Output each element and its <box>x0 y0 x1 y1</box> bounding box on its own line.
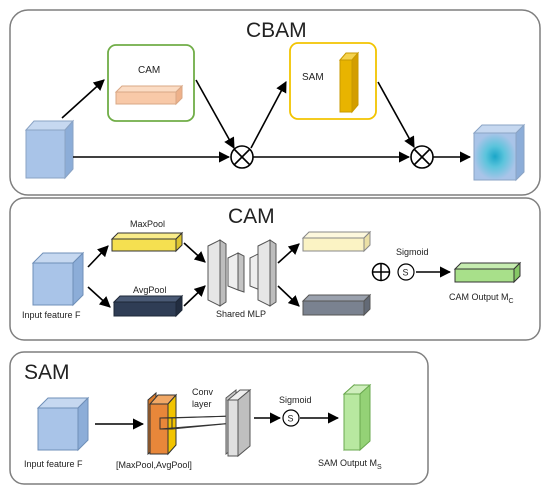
cbam-sam-label: SAM <box>302 72 324 83</box>
sam-arrows <box>95 412 340 430</box>
cbam-cam-box: CAM <box>107 44 195 122</box>
sam-sigmoid-label: Sigmoid <box>279 395 312 405</box>
cam-sigmoid-node: S <box>397 263 415 281</box>
cam-avgpool-bar <box>112 294 184 318</box>
sam-output-map <box>342 383 372 452</box>
sam-panel: SAM Input feature F [MaxPool,AvgPool] <box>9 351 429 485</box>
cbam-output-cube <box>472 123 526 182</box>
sam-input-cube <box>36 396 90 452</box>
cam-input-label: Input feature F <box>22 310 81 320</box>
sam-pool-label: [MaxPool,AvgPool] <box>116 460 192 470</box>
sam-input-label: Input feature F <box>24 459 83 469</box>
cam-shared-mlp <box>207 239 277 307</box>
sam-output-label-main: SAM Output M <box>318 458 377 468</box>
sam-sigmoid-symbol: S <box>288 414 294 424</box>
cam-sigmoid-symbol: S <box>403 268 409 278</box>
cam-panel: CAM Input feature F MaxPool AvgPool <box>9 197 541 341</box>
cam-mlp-avg-output <box>301 293 372 317</box>
sam-pool-maps <box>147 391 178 456</box>
cbam-arrows <box>61 79 472 163</box>
cam-add-node <box>371 262 391 282</box>
cam-arrows <box>87 242 452 308</box>
sam-title: SAM <box>24 361 70 384</box>
cam-maxpool-label: MaxPool <box>130 219 165 229</box>
cbam-panel: CBAM CAM SAM <box>9 9 541 196</box>
cbam-cam-label: CAM <box>138 65 160 76</box>
cbam-sam-box: SAM <box>289 42 377 120</box>
cam-mlp-max-output <box>301 230 372 253</box>
cam-input-cube <box>31 251 85 307</box>
cbam-input-cube <box>24 119 75 180</box>
cam-output-label: CAM Output MC <box>449 292 514 305</box>
sam-output-label-sub: S <box>377 464 382 471</box>
cam-output-label-main: CAM Output M <box>449 292 509 302</box>
sam-sigmoid-node: S <box>282 409 300 427</box>
cam-maxpool-bar <box>110 231 184 253</box>
cam-output-label-sub: C <box>509 298 514 305</box>
cam-output-bar <box>453 261 522 284</box>
cam-title: CAM <box>228 205 275 228</box>
sam-conv-label-1: Conv <box>192 387 214 397</box>
sam-output-label: SAM Output MS <box>318 458 382 471</box>
sam-conv-projection <box>159 415 235 430</box>
sam-conv-map <box>225 388 252 458</box>
cbam-multiply-2 <box>410 145 434 169</box>
cbam-multiply-1 <box>230 145 254 169</box>
cbam-title: CBAM <box>246 19 307 42</box>
cam-avgpool-label: AvgPool <box>133 285 166 295</box>
cam-mlp-label: Shared MLP <box>216 309 266 319</box>
cam-sigmoid-label: Sigmoid <box>396 247 429 257</box>
sam-conv-label-2: layer <box>192 399 212 409</box>
